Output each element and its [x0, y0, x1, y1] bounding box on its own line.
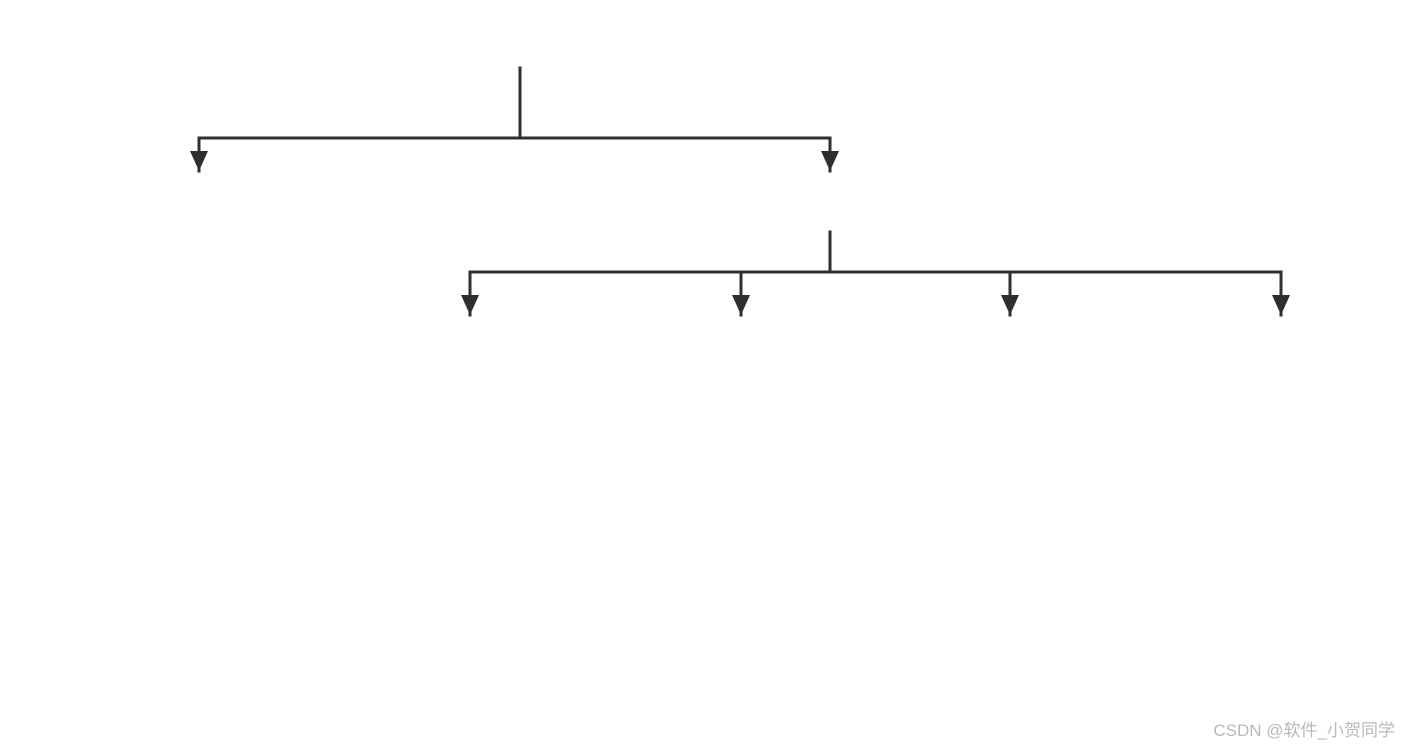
arrow-head-icon — [190, 151, 208, 171]
arrow-head-icon — [732, 295, 750, 315]
arrow-head-icon — [821, 151, 839, 171]
watermark-text: CSDN @软件_小贺同学 — [1213, 721, 1395, 740]
arrow-head-icon — [1272, 295, 1290, 315]
connectors-layer — [190, 66, 1290, 317]
arrow-head-icon — [461, 295, 479, 315]
arrow-head-icon — [1001, 295, 1019, 315]
